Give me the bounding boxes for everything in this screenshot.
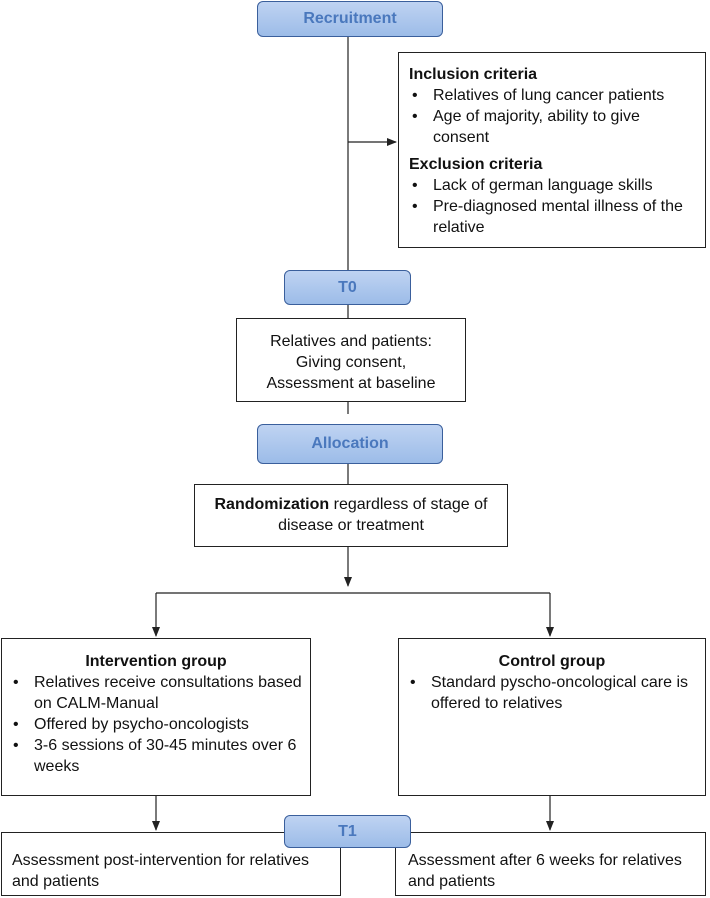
randomization-box: Randomization regardless of stage of dis… (194, 484, 508, 547)
baseline-box: Relatives and patients: Giving consent, … (236, 318, 466, 402)
intervention-list: Relatives receive consultations based on… (10, 672, 302, 777)
inclusion-criteria-list: Relatives of lung cancer patients Age of… (409, 85, 697, 148)
exclusion-criteria-list: Lack of german language skills Pre-diagn… (409, 175, 697, 238)
phase-t0-label: T0 (338, 278, 357, 296)
intervention-item: Offered by psycho-oncologists (10, 714, 302, 735)
inclusion-item: Age of majority, ability to give consent (409, 106, 697, 148)
exclusion-item: Lack of german language skills (409, 175, 697, 196)
inclusion-item: Relatives of lung cancer patients (409, 85, 697, 106)
phase-allocation-label: Allocation (311, 435, 389, 452)
intervention-group-title: Intervention group (85, 653, 227, 670)
assessment-right-text: Assessment after 6 weeks for relatives a… (408, 852, 682, 890)
assessment-right-box: Assessment after 6 weeks for relatives a… (395, 832, 706, 896)
phase-recruitment-label: Recruitment (303, 10, 397, 27)
phase-t1: T1 (284, 815, 411, 848)
assessment-left-text: Assessment post-intervention for relativ… (12, 852, 310, 890)
randomization-bold: Randomization (214, 496, 330, 513)
exclusion-item: Pre-diagnosed mental illness of the rela… (409, 196, 697, 238)
phase-recruitment: Recruitment (257, 1, 443, 37)
control-group-title: Control group (498, 653, 606, 670)
control-list: Standard pyscho-oncological care is offe… (407, 672, 697, 714)
exclusion-criteria-title: Exclusion criteria (409, 156, 543, 173)
baseline-line-1: Relatives and patients: (270, 333, 432, 350)
intervention-item: Relatives receive consultations based on… (10, 672, 302, 714)
intervention-item: 3-6 sessions of 30-45 minutes over 6 wee… (10, 735, 302, 777)
baseline-line-2: Giving consent, (295, 354, 407, 371)
phase-allocation: Allocation (257, 424, 443, 464)
phase-t1-label: T1 (338, 822, 357, 840)
intervention-group-box: Intervention group Relatives receive con… (1, 638, 311, 796)
randomization-text: regardless of stage of disease or treatm… (278, 496, 488, 534)
control-group-box: Control group Standard pyscho-oncologica… (398, 638, 706, 796)
criteria-box: Inclusion criteria Relatives of lung can… (398, 52, 706, 248)
phase-t0: T0 (284, 270, 411, 305)
inclusion-criteria-title: Inclusion criteria (409, 66, 538, 83)
baseline-line-3: Assessment at baseline (266, 375, 436, 392)
control-item: Standard pyscho-oncological care is offe… (407, 672, 697, 714)
